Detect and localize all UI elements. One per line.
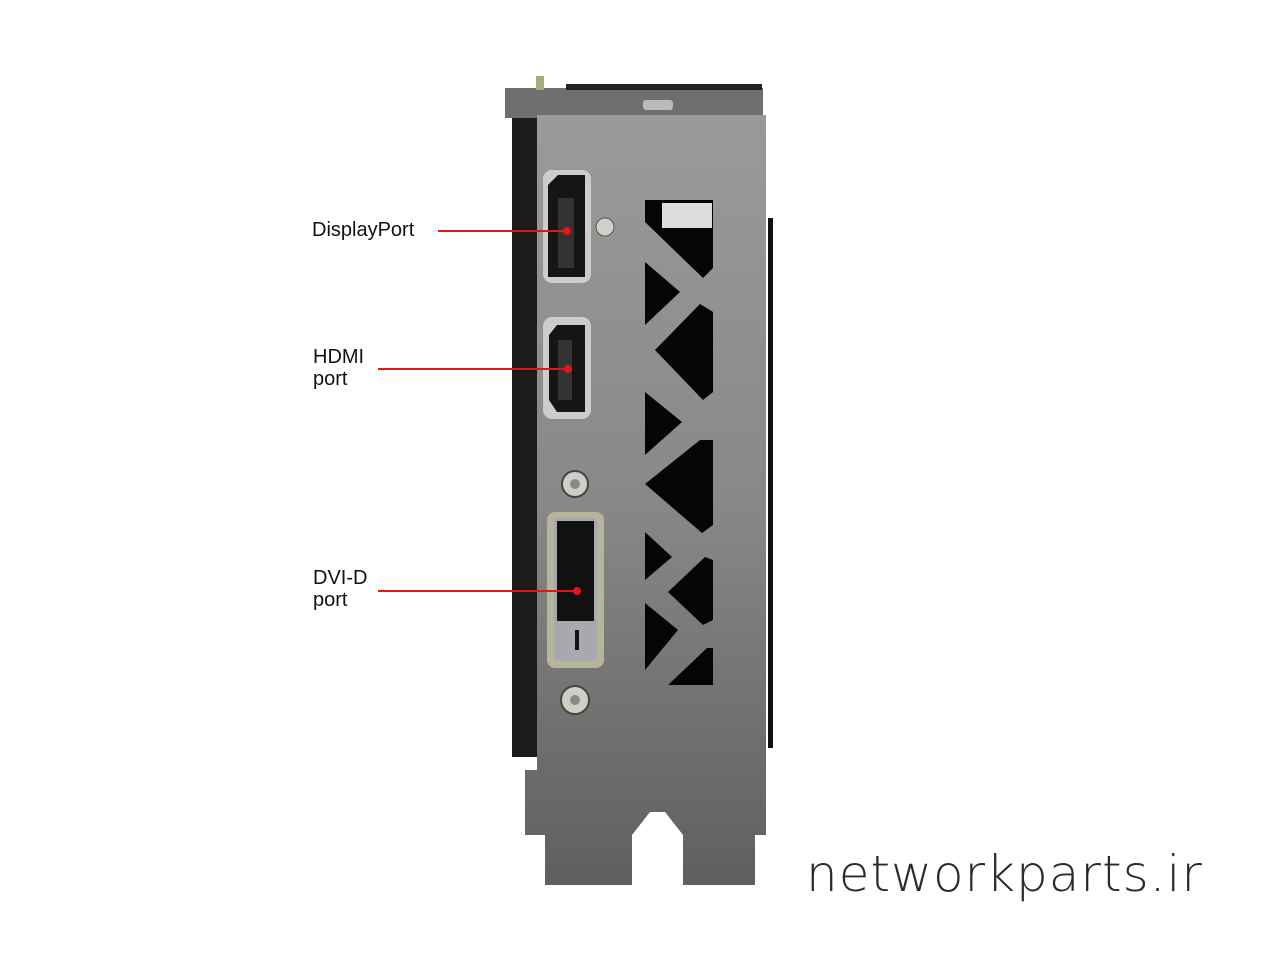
callout-lines	[378, 230, 577, 592]
screw-icon	[595, 217, 615, 237]
hdmi-label-line2: port	[313, 368, 348, 390]
vent-cutouts	[645, 200, 713, 685]
card-edge	[512, 92, 540, 757]
dvi-d-port-label: DVI-D port	[313, 567, 383, 611]
hdmi-port-label: HDMI port	[313, 346, 383, 390]
watermark-logo: networkparts.ir	[806, 845, 1203, 903]
displayport-label: DisplayPort	[312, 219, 415, 241]
hdmi-label-line1: HDMI	[313, 346, 365, 368]
displayport-connector	[543, 170, 591, 283]
dvi-label-line2: port	[313, 589, 348, 611]
bracket-flange	[505, 88, 763, 118]
dvi-label-line1: DVI-D	[313, 567, 368, 589]
